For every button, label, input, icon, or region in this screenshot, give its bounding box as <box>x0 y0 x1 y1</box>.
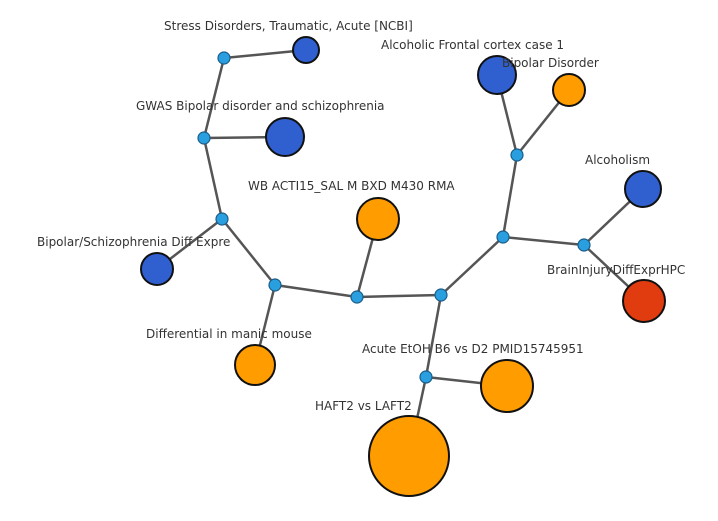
leaf-label-manic: Differential in manic mouse <box>146 327 312 341</box>
leaf-label-acute: Acute EtOH B6 vs D2 PMID15745951 <box>362 342 584 356</box>
junction-node[interactable] <box>197 131 211 145</box>
tree-edge <box>424 294 443 378</box>
leaf-node-haft[interactable] <box>368 415 450 497</box>
tree-edge <box>501 154 519 238</box>
leaves-layer <box>140 36 666 497</box>
tree-edge <box>356 293 442 299</box>
leaf-node-alcfrontal[interactable] <box>477 55 517 95</box>
leaf-node-wb[interactable] <box>356 197 400 241</box>
leaf-label-wb: WB ACTI15_SAL M BXD M430 RMA <box>248 179 455 193</box>
junction-node[interactable] <box>215 212 229 226</box>
leaf-label-haft: HAFT2 vs LAFT2 <box>315 399 412 413</box>
leaf-label-bipschiz: Bipolar/Schizophrenia Diff Expre <box>37 235 230 249</box>
tree-edge <box>221 218 276 286</box>
leaf-node-bipschiz[interactable] <box>140 252 174 286</box>
leaf-label-stress: Stress Disorders, Traumatic, Acute [NCBI… <box>164 19 413 33</box>
leaf-label-bipolar: Bipolar Disorder <box>502 56 599 70</box>
leaf-node-manic[interactable] <box>234 344 276 386</box>
junction-node[interactable] <box>510 148 524 162</box>
leaf-node-acute[interactable] <box>480 359 534 413</box>
leaf-label-gwas: GWAS Bipolar disorder and schizophrenia <box>136 99 385 113</box>
leaf-node-stress[interactable] <box>292 36 320 64</box>
leaf-label-brain: BrainInjuryDiffExprHPC <box>547 263 685 277</box>
tree-edge <box>274 283 358 299</box>
junction-node[interactable] <box>419 370 433 384</box>
junction-node[interactable] <box>577 238 591 252</box>
leaf-label-alcfrontal: Alcoholic Frontal cortex case 1 <box>381 38 564 52</box>
junction-node[interactable] <box>268 278 282 292</box>
leaf-node-bipolar[interactable] <box>552 73 586 107</box>
junctions-layer <box>197 51 591 384</box>
labels-layer: Stress Disorders, Traumatic, Acute [NCBI… <box>37 19 685 413</box>
tree-edge <box>440 236 504 296</box>
leaf-label-alcoholism: Alcoholism <box>585 153 650 167</box>
leaf-node-gwas[interactable] <box>265 117 305 157</box>
leaf-node-alcoholism[interactable] <box>624 170 662 208</box>
tree-edge <box>202 57 226 139</box>
junction-node[interactable] <box>434 288 448 302</box>
junction-node[interactable] <box>217 51 231 65</box>
leaf-node-brain[interactable] <box>622 279 666 323</box>
tree-edge <box>502 235 585 247</box>
tree-edge <box>202 137 224 220</box>
junction-node[interactable] <box>496 230 510 244</box>
junction-node[interactable] <box>350 290 364 304</box>
